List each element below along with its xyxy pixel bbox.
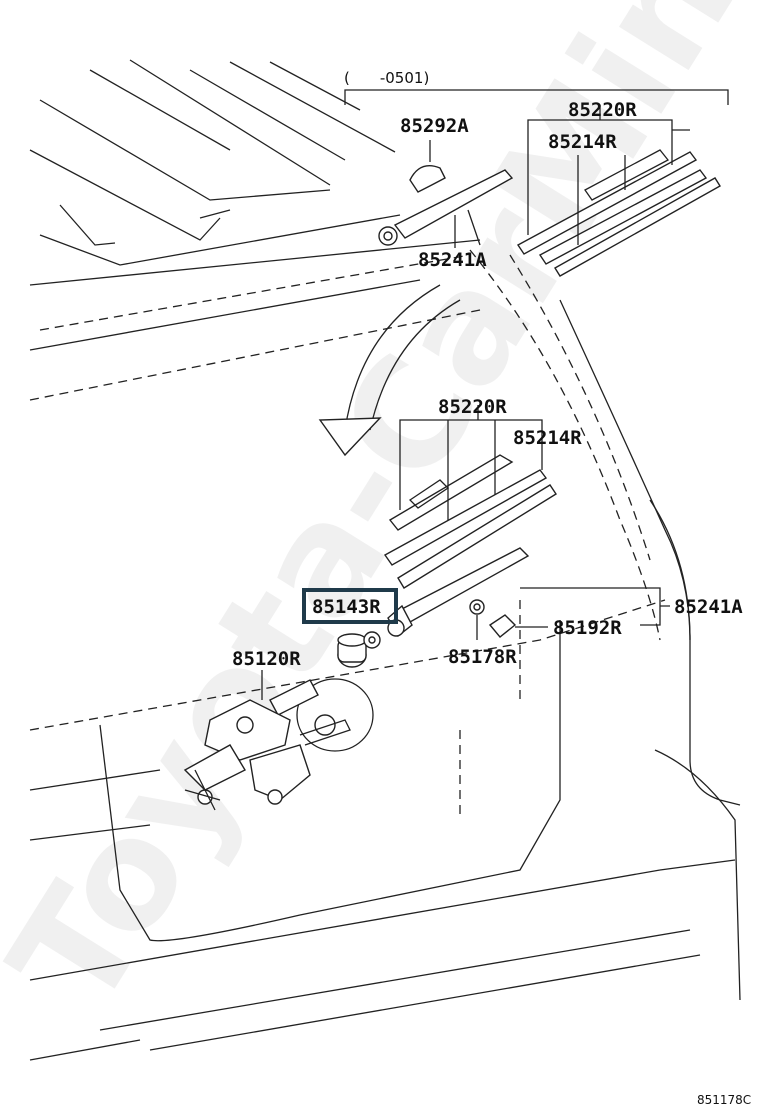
leader-85220R-mid [399,405,543,520]
part-85178R [469,599,485,615]
part-85143R [337,631,381,668]
vehicle-body-outline [29,59,741,1061]
part-85192R [488,614,517,638]
date-range-label: ( -0501) [344,69,429,87]
label-85292A: 85292A [400,115,469,137]
label-85143R: 85143R [312,596,381,618]
top-wiper-arm [378,165,514,246]
middle-wiper-blade [383,454,557,589]
label-85241A-right: 85241A [674,596,743,618]
date-range-bracket [344,89,729,105]
label-85120R: 85120R [232,648,301,670]
leader-85220R-top [527,105,690,235]
reference-code: 851178C [697,1093,751,1107]
label-85214R-top: 85214R [548,131,617,153]
top-wiper-blade [516,149,721,277]
watermark: Toyota-CarMine.ru [0,0,760,1039]
highlight-box-85143R [302,588,398,624]
label-85220R-mid: 85220R [438,396,507,418]
leader-85241A-right [520,587,670,626]
label-85178R: 85178R [448,646,517,668]
middle-wiper-arm [387,547,530,638]
rotation-arrow [318,284,461,457]
label-85192R: 85192R [553,617,622,639]
label-85241A-top: 85241A [418,249,487,271]
leader-85214R-top [577,155,626,245]
leader-85241A-top [454,209,481,248]
part-85120R-wiper-motor [183,678,374,811]
label-85220R-top: 85220R [568,99,637,121]
label-85214R-mid: 85214R [513,427,582,449]
